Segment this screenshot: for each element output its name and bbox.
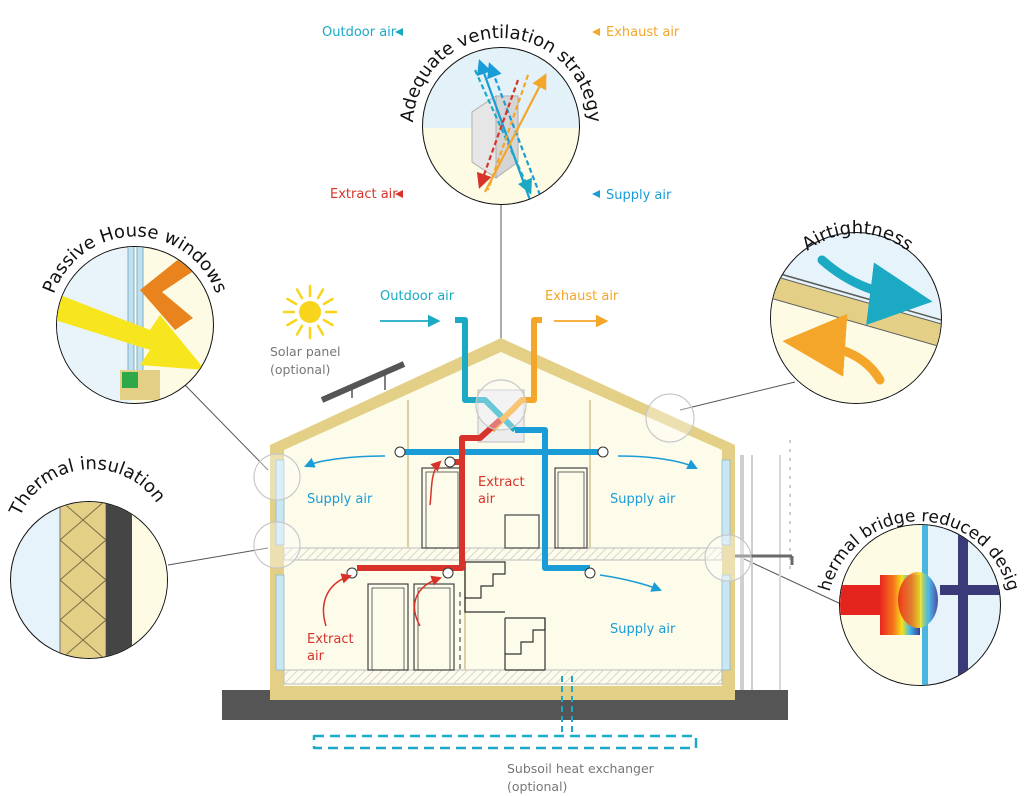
- room-airflow-arrows: [304, 314, 698, 627]
- vent-extract-arrow-icon: [395, 190, 403, 198]
- solar-panel: [320, 361, 406, 403]
- sun-ray: [295, 324, 304, 336]
- vent-outdoor-arrow-icon: [395, 28, 403, 36]
- detail-markers: [253, 379, 752, 582]
- airtightness-circle: [770, 232, 942, 404]
- sun-ray: [316, 288, 325, 300]
- house-section: [270, 338, 794, 700]
- subsoil-label-line1: Subsoil heat exchanger: [507, 761, 655, 776]
- extract-upper-line2: air: [478, 492, 496, 507]
- supply-upper-right-label: Supply air: [610, 492, 676, 507]
- vent-exhaust-arrow-icon: [592, 28, 600, 36]
- windows-circle: [56, 246, 214, 404]
- extract-upper-line1: Extract: [478, 475, 525, 490]
- supply-lower-right-label: Supply air: [610, 622, 676, 637]
- solar-label-line2: (optional): [270, 362, 330, 377]
- subsoil-label-line2: (optional): [507, 779, 567, 794]
- extract-lower-line2: air: [307, 649, 325, 664]
- insulation-circle: [10, 501, 168, 659]
- house-outdoor-air-label: Outdoor air: [380, 289, 455, 304]
- sun-icon: [282, 284, 338, 340]
- house-exhaust-air-label: Exhaust air: [545, 289, 619, 304]
- vent-supply-air-label: Supply air: [606, 188, 672, 203]
- sun-ray: [322, 318, 334, 327]
- sun-ray: [316, 324, 325, 336]
- heat-exchanger-icon: [471, 95, 519, 179]
- vent-extract-air-label: Extract air: [330, 187, 398, 202]
- sun-ray: [295, 288, 304, 300]
- thermal-bridge-circle: [839, 524, 1001, 686]
- extract-lower-line1: Extract: [307, 632, 354, 647]
- vent-exhaust-air-label: Exhaust air: [606, 25, 680, 40]
- sun-ray: [286, 297, 298, 306]
- solar-label-line1: Solar panel: [270, 344, 341, 359]
- sun-ray: [286, 318, 298, 327]
- duct-network: [312, 317, 698, 750]
- supply-upper-left-label: Supply air: [307, 492, 373, 507]
- vent-supply-arrow-icon: [592, 190, 600, 198]
- sun-ray: [322, 297, 334, 306]
- vent-outdoor-air-label: Outdoor air: [322, 25, 397, 40]
